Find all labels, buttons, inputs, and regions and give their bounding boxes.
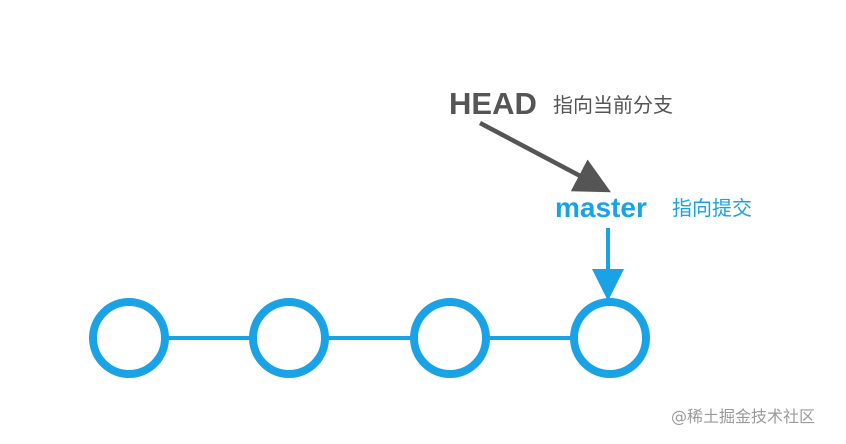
head-description: 指向当前分支: [553, 93, 673, 117]
commit-node-1: [89, 298, 169, 378]
head-to-master-arrow: [478, 121, 611, 193]
commit-node-2: [249, 298, 329, 378]
commit-node-4: [570, 298, 650, 378]
commit-node-3: [410, 298, 490, 378]
master-description: 指向提交: [672, 196, 752, 220]
watermark: @稀土掘金技术社区: [671, 407, 816, 426]
head-label: HEAD: [449, 86, 537, 121]
master-label: master: [555, 192, 647, 223]
